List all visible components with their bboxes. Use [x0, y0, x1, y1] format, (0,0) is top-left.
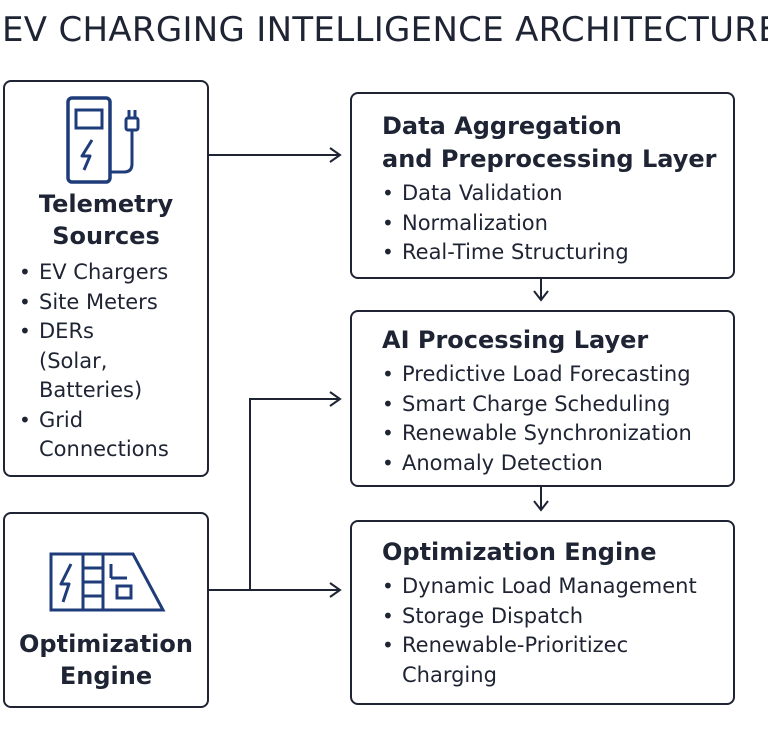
- solar-panel-icon: [49, 552, 166, 612]
- optimization-left-title-line2: Engine: [59, 662, 153, 690]
- optimization-engine-list: Dynamic Load Management Storage Dispatch…: [382, 572, 712, 690]
- ev-charger-icon: [66, 96, 140, 184]
- list-item: Site Meters: [19, 288, 203, 318]
- optimization-left-title-line1: Optimization: [19, 630, 193, 658]
- data-layer-title-line1: Data Aggregation: [382, 112, 622, 140]
- telemetry-title-line2: Sources: [52, 222, 160, 250]
- list-item: Dynamic Load Management: [382, 572, 712, 602]
- optimization-engine-title: Optimization Engine: [382, 538, 657, 566]
- optimization-engine-left-box: Optimization Engine: [3, 512, 209, 708]
- list-item: Predictive Load Forecasting: [382, 360, 692, 390]
- list-item: Real-Time Structuring: [382, 238, 629, 268]
- list-item: Grid Connections: [19, 406, 199, 465]
- telemetry-sources-box: Telemetry Sources EV Chargers Site Meter…: [3, 80, 209, 477]
- list-item: Data Validation: [382, 179, 629, 209]
- telemetry-title-line1: Telemetry: [38, 190, 174, 218]
- data-layer-title-line2: and Preprocessing Layer: [382, 145, 717, 173]
- list-item: Storage Dispatch: [382, 602, 712, 632]
- list-item: DERs (Solar, Batteries): [19, 317, 159, 406]
- list-item: Renewable Synchronization: [382, 419, 692, 449]
- ai-processing-box: AI Processing Layer Predictive Load Fore…: [350, 310, 735, 487]
- list-item: Anomaly Detection: [382, 449, 692, 479]
- data-layer-list: Data Validation Normalization Real-Time …: [382, 179, 629, 268]
- arrow-optleft-to-ai: [249, 398, 340, 590]
- optimization-engine-box: Optimization Engine Dynamic Load Managem…: [350, 520, 735, 705]
- data-aggregation-box: Data Aggregation and Preprocessing Layer…: [350, 92, 735, 279]
- list-item: Renewable-Prioritizec Charging: [382, 631, 662, 690]
- list-item: Smart Charge Scheduling: [382, 390, 692, 420]
- telemetry-list: EV Chargers Site Meters DERs (Solar, Bat…: [19, 258, 203, 465]
- list-item: Normalization: [382, 209, 629, 239]
- list-item: EV Chargers: [19, 258, 203, 288]
- ai-layer-title: AI Processing Layer: [382, 326, 649, 354]
- ai-layer-list: Predictive Load Forecasting Smart Charge…: [382, 360, 692, 478]
- diagram-title: EV CHARGING INTELLIGENCE ARCHITECTURE: [2, 10, 768, 50]
